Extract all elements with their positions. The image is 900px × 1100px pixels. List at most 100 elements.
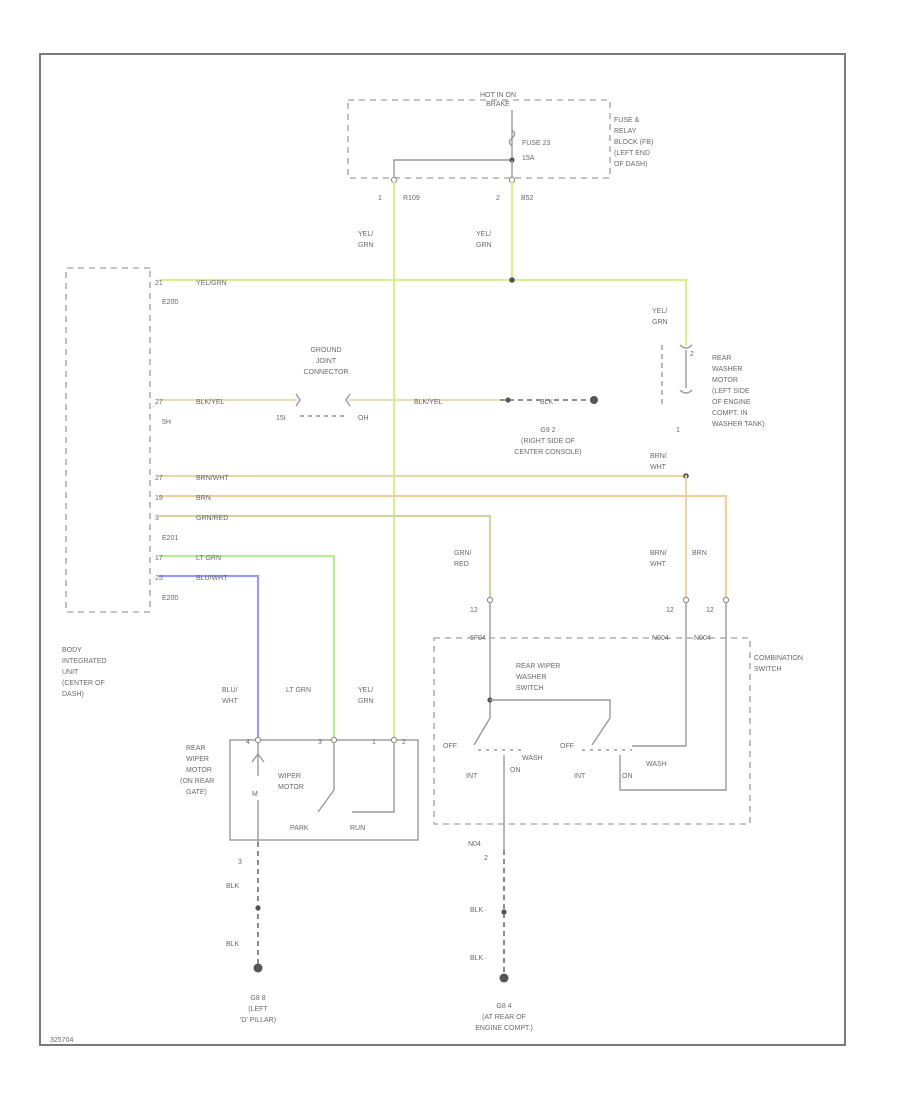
wm-pin-bottom: 3	[238, 859, 242, 866]
wire-label-yel-grn-bus: YEL/GRN	[196, 280, 227, 287]
combination-switch-outline	[433, 637, 751, 825]
fuse-split-line	[393, 159, 512, 178]
wire-label-yel-grn-2b: GRN	[476, 242, 492, 249]
biu-outline	[65, 267, 151, 613]
wire-labels: YEL/ GRN YEL/ GRN YEL/GRN YEL/ GRN BLK/Y…	[196, 231, 707, 705]
cs-inner-1: REAR WIPER	[516, 663, 560, 670]
biu-conn-4: E200	[162, 595, 178, 602]
wire-label-blk-yel: BLK/YEL	[196, 399, 225, 406]
body-integrated-unit: 21 E200 27 5H 27 19 3 E201 17 25 E200 BO…	[62, 267, 178, 698]
gjc-pin-a: 15I	[276, 415, 286, 422]
cs-pos-off-1: OFF	[443, 743, 457, 750]
wire-label-blk-sw2: BLK	[470, 955, 484, 962]
wm-inner-1: WIPER	[278, 773, 301, 780]
wire-label-blu-wht-v-b: WHT	[222, 698, 239, 705]
rear-wiper-motor: 4 3 1 2 REAR WIPER MOTOR (ON REAR GATE) …	[180, 736, 419, 866]
wire-label-yel-grn-v-b: GRN	[358, 698, 374, 705]
wire-label-grn-red-v-b: RED	[454, 561, 469, 568]
wm-inner-2: MOTOR	[278, 784, 304, 791]
fuse-block-label-4: (LEFT END	[614, 150, 650, 157]
cs-pin-bottom: 2	[484, 855, 488, 862]
biu-label-1: BODY	[62, 647, 82, 654]
washer-label-3: MOTOR	[712, 377, 738, 384]
biu-pin-6: 17	[155, 555, 163, 562]
cs-pos-on-1: ON	[510, 767, 521, 774]
cs-pin-3: 12	[706, 607, 714, 614]
wm-pin-4: 2	[402, 739, 406, 746]
wire-label-brn-wht-washer-b: WHT	[650, 464, 667, 471]
wire-label-yel-grn-3a: YEL/	[652, 308, 667, 315]
biu-pin-7: 25	[155, 575, 163, 582]
wire-label-brn-wht-washer-a: BRN/	[650, 453, 667, 460]
cs-pos-int-2: INT	[574, 773, 586, 780]
ground-g92-symbol	[590, 396, 598, 404]
fuse-pin-2-label: 2	[496, 195, 500, 202]
wm-park: PARK	[290, 825, 309, 832]
biu-pin-5: 3	[155, 515, 159, 522]
wire-label-brn-wht-v-a: BRN/	[650, 550, 667, 557]
wire-label-yel-grn-3b: GRN	[652, 319, 668, 326]
ground-left-loc-1: (LEFT	[248, 1006, 268, 1013]
cs-conn-1: 5F04	[470, 635, 486, 642]
wm-label-3: MOTOR	[186, 767, 212, 774]
washer-pin-top: 2	[690, 351, 694, 358]
rear-washer-motor: 2 1 REAR WASHER MOTOR (LEFT SIDE OF ENGI…	[661, 344, 765, 434]
cs-pos-int-1: INT	[466, 773, 478, 780]
wm-label-1: REAR	[186, 745, 205, 752]
wm-m: M	[252, 791, 258, 798]
cs-pos-off-2: OFF	[560, 743, 574, 750]
wire-lt-grn	[158, 554, 336, 742]
diagram-footer-id: 325704	[50, 1037, 73, 1044]
ground-g92-id: G9 2	[540, 427, 555, 434]
ground-left-symbol	[253, 963, 263, 973]
washer-label-6: COMPT. IN	[712, 410, 747, 417]
cs-inner-3: SWITCH	[516, 685, 544, 692]
wm-pin-2: 3	[318, 739, 322, 746]
wm-switch-arm	[317, 789, 335, 813]
wire-blu-wht	[158, 574, 260, 742]
fuse-id: FUSE 23	[522, 140, 551, 147]
washer-label-7: WASHER TANK)	[712, 421, 765, 428]
wire-label-brn-wht: BRN/WHT	[196, 475, 229, 482]
ground-joint-connector: GROUND JOINT CONNECTOR 15I OH G9 2 (RIGH…	[276, 347, 598, 456]
washer-label-2: WASHER	[712, 366, 742, 373]
wire-label-grn-red-v-a: GRN/	[454, 550, 472, 557]
wm-label-4: (ON REAR	[180, 778, 214, 785]
biu-pin-2: 27	[155, 399, 163, 406]
fuse-block-label-5: OF DASH)	[614, 161, 647, 168]
ground-right-id: G8 4	[496, 1003, 511, 1010]
wire-label-blk-yel-right: BLK/YEL	[414, 399, 443, 406]
cs-label-2: SWITCH	[754, 666, 782, 673]
fuse-pin-1	[390, 176, 398, 184]
cs-switch-arm-right	[591, 717, 611, 746]
wire-brn	[158, 494, 728, 600]
wire-label-blk-motor2: BLK	[226, 941, 240, 948]
washer-pin-bottom: 1	[676, 427, 680, 434]
wm-pin-3: 1	[372, 739, 376, 746]
fuse-block-outline	[347, 99, 611, 179]
cs-conn-2: N004	[652, 635, 669, 642]
ground-left-id: G8 8	[250, 995, 265, 1002]
biu-pin-4: 19	[155, 495, 163, 502]
wire-grn-red	[158, 514, 492, 600]
cs-inner-2: WASHER	[516, 674, 546, 681]
wire-yel-grn-bus	[158, 278, 688, 347]
biu-label-3: UNIT	[62, 669, 79, 676]
fuse-hot-line-2: BRAKE	[486, 101, 510, 108]
fuse-symbol	[508, 129, 516, 147]
ground-left-loc-2: 'D' PILLAR)	[240, 1017, 276, 1024]
combination-switch: 12 12 12 5F04 N004 N004 COMBINATION SWIT…	[433, 596, 803, 862]
wire-label-grn-red: GRN/RED	[196, 515, 228, 522]
gjc-pin-b: OH	[358, 415, 369, 422]
biu-label-5: DASH)	[62, 691, 84, 698]
fuse-pin-1-label: 1	[378, 195, 382, 202]
fuse-block-label-3: BLOCK (FB)	[614, 139, 653, 146]
wire-label-yel-grn-2a: YEL/	[476, 231, 491, 238]
cs-pin-1: 12	[470, 607, 478, 614]
fuse-block-label-2: RELAY	[614, 128, 637, 135]
cs-conn-3: N004	[694, 635, 711, 642]
ground-right-symbol	[499, 973, 509, 983]
wire-label-blk: BLK	[540, 399, 554, 406]
gjc-label-3: CONNECTOR	[304, 369, 349, 376]
cs-pos-wash-1: WASH	[522, 755, 543, 762]
